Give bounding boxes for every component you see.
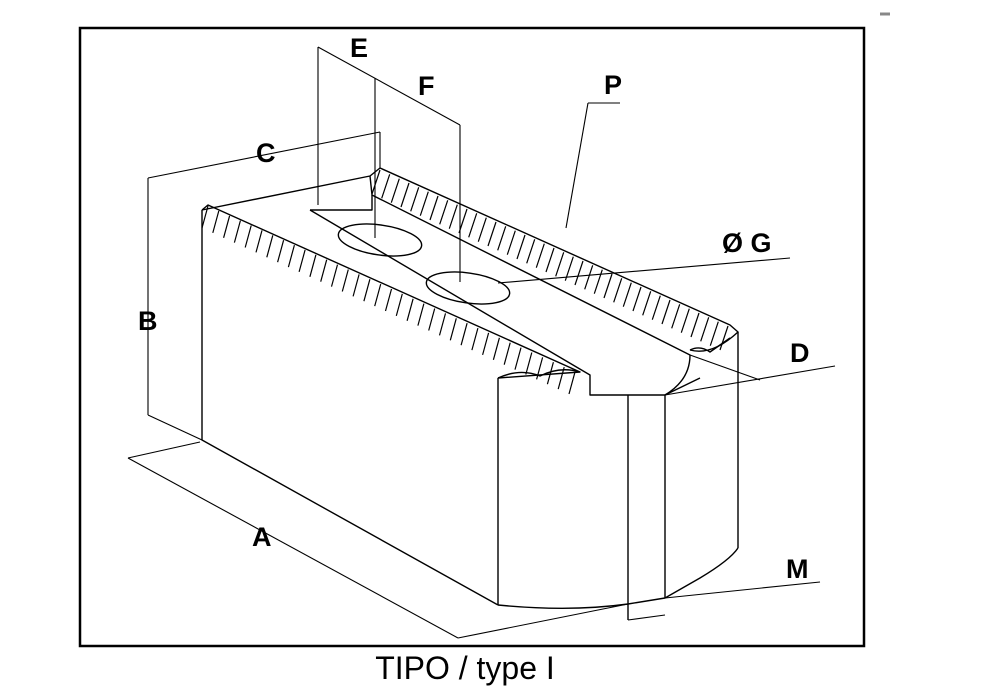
serration-tooth [371,169,381,195]
serration-tooth [497,226,507,251]
serration-tooth [381,174,391,199]
serration-tooth [439,200,449,225]
serration-tooth [584,265,594,290]
label-c: C [256,138,276,168]
serration-tooth [613,278,623,303]
serration-tooth [400,182,410,208]
serration-tooth [603,273,613,299]
serration-tooth [410,187,420,212]
serration-tooth [574,260,584,286]
serration-tooth [514,347,522,370]
serration-tooth [506,230,516,255]
serration-tooth [352,274,360,297]
serration-tooth [568,371,576,395]
serration-tooth [546,362,554,385]
label-p: P [604,70,622,100]
serration-tooth [526,239,536,264]
serration-tooth [406,298,414,321]
serration-tooth [632,286,642,312]
serration-tooth [330,264,339,287]
serration-tooth [487,221,497,247]
serration-tooth [642,291,652,316]
label-d: D [790,338,810,368]
serration-tooth [419,191,429,216]
label-m: M [786,554,809,584]
serration-tooth [477,217,487,242]
label-f: F [418,71,435,101]
serration-tooth [555,252,565,277]
serration-tooth [448,204,458,229]
serration-tooth [492,337,500,360]
serration-tooth [651,295,661,320]
serration-tooth [201,205,209,229]
label-e: E [350,33,368,63]
label-b: B [138,306,158,336]
serration-tooth [244,225,252,248]
serration-tooth [298,249,306,273]
serration-tooth [535,243,545,268]
serration-tooth [700,317,710,342]
serration-tooth [438,313,447,336]
serration-right [371,169,729,351]
serration-tooth [719,325,729,351]
serration-tooth [468,213,478,238]
serration-tooth [223,215,231,238]
serration-tooth [709,321,719,346]
serration-tooth [395,293,403,317]
serration-tooth [525,352,533,375]
serration-tooth [233,220,241,243]
label-g: Ø G [722,228,772,258]
serration-tooth [661,299,671,325]
serration-tooth [471,327,479,351]
serration-tooth [671,304,681,329]
diagram-frame [78,26,866,648]
serration-tooth [557,366,565,390]
serration-tooth [429,195,439,221]
dimension-lines [127,46,836,639]
serration-tooth [593,269,603,294]
serration-tooth [255,230,263,253]
serration-tooth [309,254,317,277]
serration-tooth [374,283,382,307]
serration-tooth [460,323,468,346]
serration-tooth [320,259,328,282]
serration-tooth [428,308,436,331]
serration-tooth [212,210,220,234]
serration-tooth [482,332,490,356]
jaw-block [201,167,739,620]
serration-tooth [622,282,632,307]
serration-tooth [363,279,371,302]
serration-tooth [384,288,393,312]
serration-tooth [690,312,700,338]
serration-tooth [680,308,690,333]
serration-tooth [287,244,295,268]
serration-left [201,205,576,395]
serration-tooth [545,247,555,273]
serration-tooth [390,178,400,203]
serration-tooth [277,240,285,263]
serration-tooth [341,269,349,292]
diagram-caption: TIPO / type I [375,650,555,686]
serration-tooth [536,357,544,380]
serration-tooth [503,342,511,365]
serration-tooth [417,303,425,326]
serration-tooth [266,235,274,258]
label-a: A [252,522,272,552]
serration-tooth [449,318,457,341]
serration-tooth [516,234,526,260]
